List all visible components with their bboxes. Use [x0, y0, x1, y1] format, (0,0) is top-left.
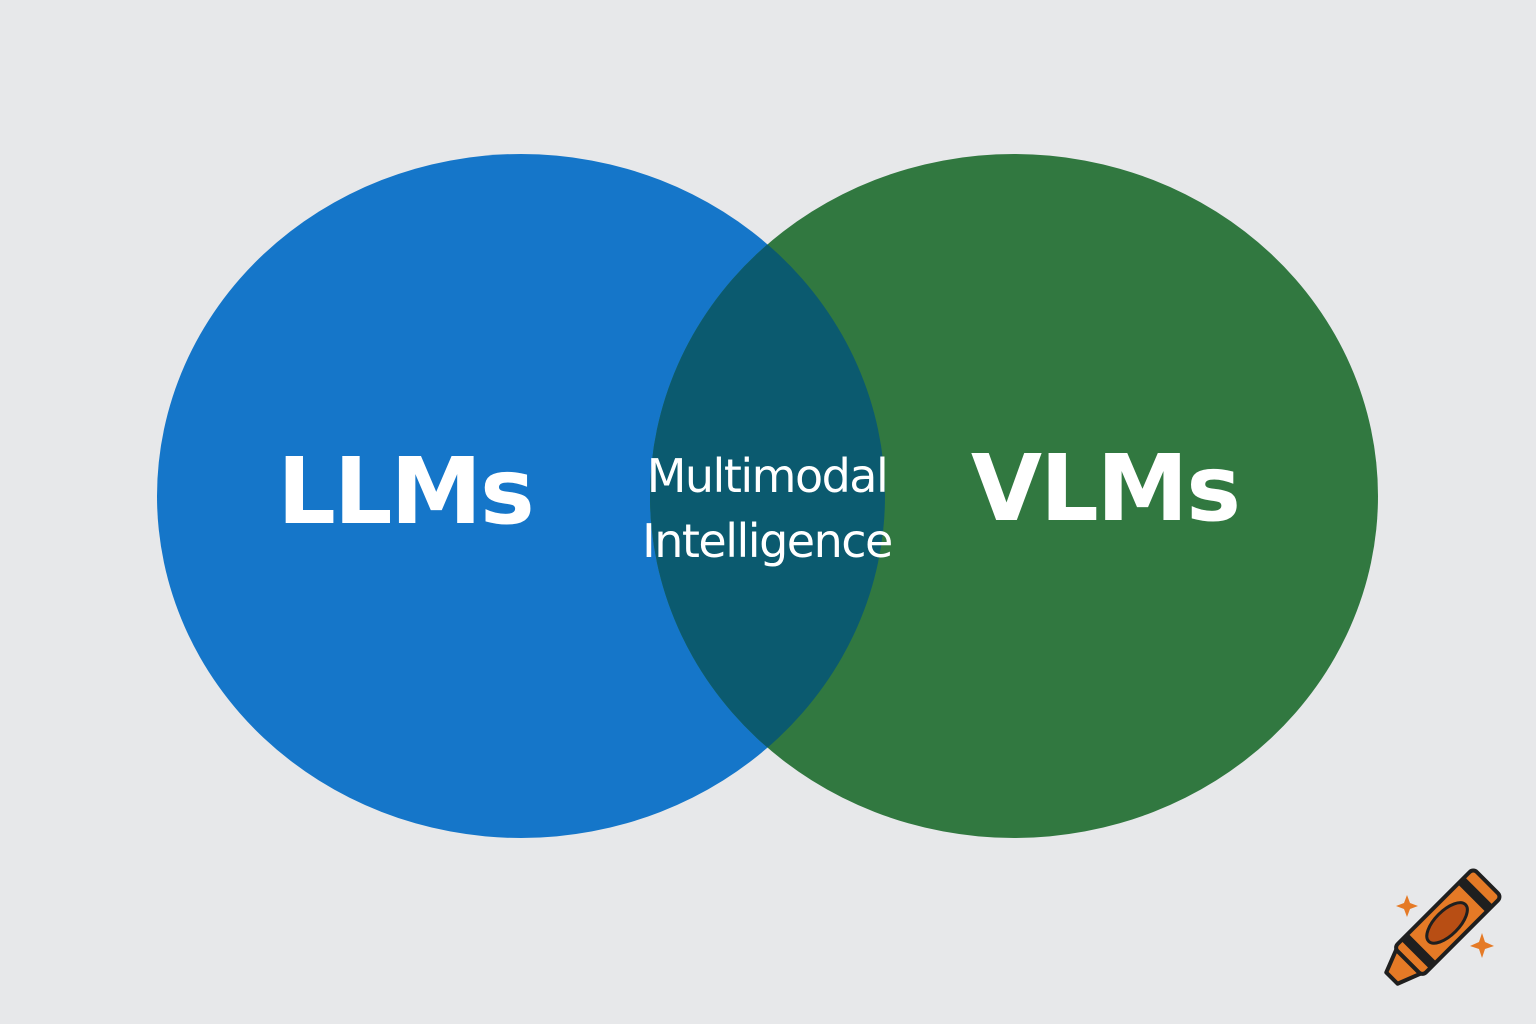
- sparkle-icon: [1470, 933, 1494, 958]
- intersection-region: [650, 154, 885, 838]
- crayon-icon: [1384, 868, 1502, 986]
- sparkle-icon: [1396, 895, 1418, 917]
- vlms-label: VLMs: [971, 435, 1239, 542]
- intersection-label-line2: Intelligence: [642, 514, 892, 568]
- llms-label: LLMs: [277, 438, 533, 545]
- intersection-label-line1: Multimodal: [647, 449, 888, 503]
